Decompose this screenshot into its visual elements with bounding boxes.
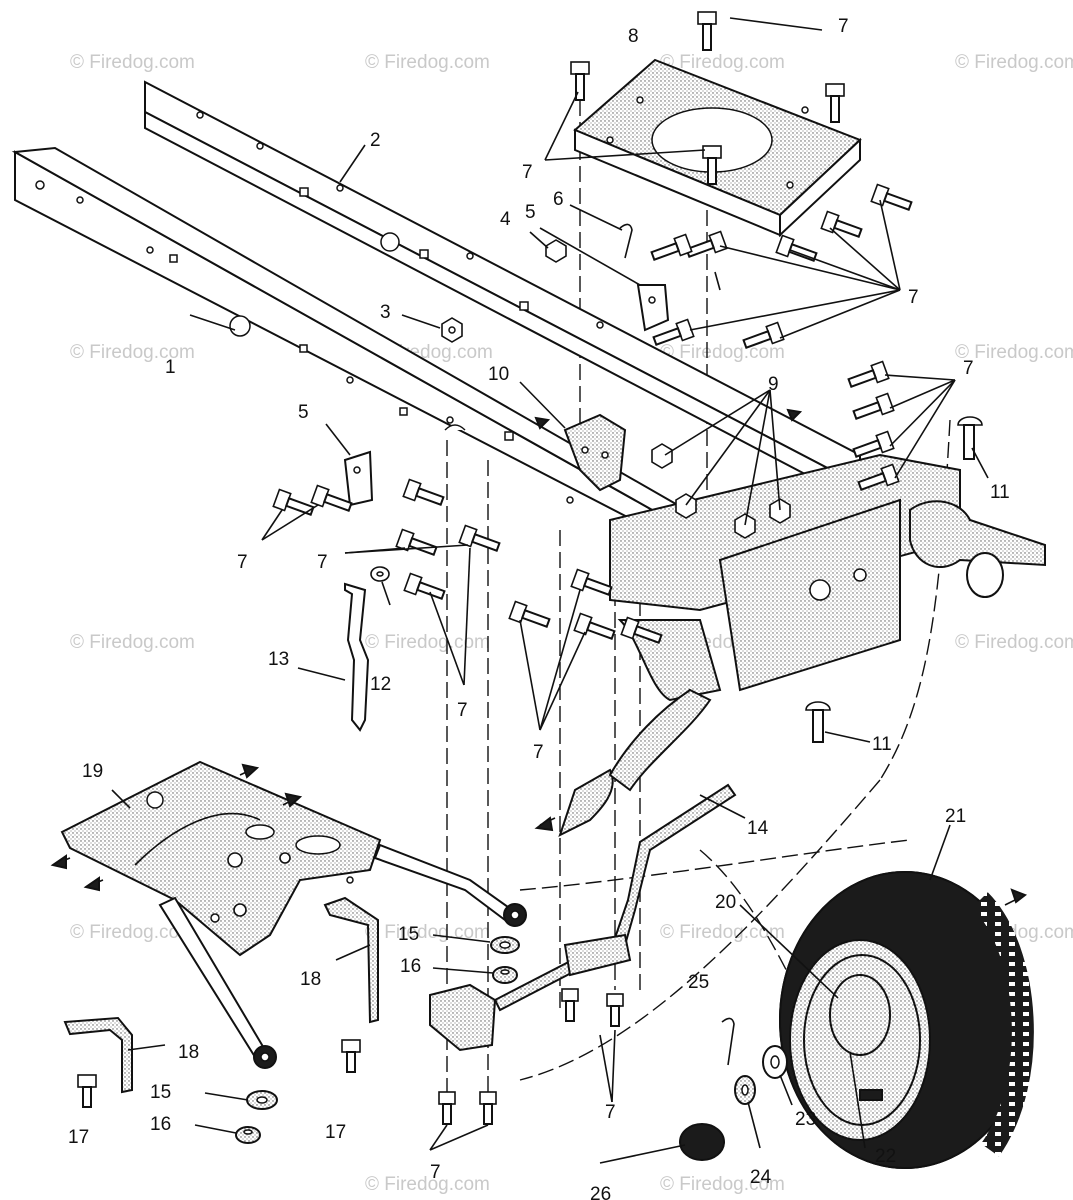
arrows — [50, 408, 1028, 906]
callout-8: 8 — [628, 26, 639, 47]
callout-7: 7 — [838, 16, 849, 37]
callout-4: 4 — [500, 209, 511, 230]
mounting-plate — [573, 58, 862, 238]
callout-17: 17 — [325, 1122, 346, 1143]
callout-10: 10 — [488, 364, 509, 385]
bracket-5-a — [343, 450, 374, 507]
cotter-pin-6 — [619, 223, 633, 259]
callout-5: 5 — [298, 402, 309, 423]
callout-7: 7 — [317, 552, 328, 573]
callout-2: 2 — [370, 130, 381, 151]
callout-16: 16 — [150, 1114, 171, 1135]
carriage-bolts-11 — [805, 416, 983, 743]
bolts-7 — [272, 11, 913, 1125]
watermark: © Firedog.com — [70, 632, 195, 653]
cap-26 — [679, 1123, 725, 1161]
link-18-b — [63, 1016, 133, 1094]
callout-7: 7 — [908, 287, 919, 308]
callout-20: 20 — [715, 892, 736, 913]
rod-end-15-b — [253, 1045, 277, 1069]
callout-23: 23 — [795, 1109, 816, 1130]
watermark: © Firedog.com — [365, 52, 490, 73]
callout-11: 11 — [990, 482, 1010, 503]
washer-24 — [734, 1075, 756, 1105]
watermark: © Firedog.com — [365, 1174, 490, 1195]
callout-14: 14 — [747, 818, 769, 839]
washer-15-b — [246, 1090, 278, 1110]
bracket-10 — [563, 413, 627, 492]
valve-22 — [859, 1089, 883, 1101]
callout-12: 12 — [370, 674, 391, 695]
bracket-5-b — [636, 284, 670, 332]
callout-25: 25 — [688, 972, 709, 993]
callout-22: 22 — [875, 1146, 896, 1167]
nut-3 — [441, 317, 463, 343]
cotter-pin-25 — [721, 1017, 735, 1066]
callout-5: 5 — [525, 202, 536, 223]
watermark: © Firedog.com — [70, 922, 195, 943]
axle-bracket-lower — [429, 983, 497, 1052]
watermark: © Firedog.com — [365, 632, 490, 653]
callout-16: 16 — [400, 956, 421, 977]
callout-11: 11 — [872, 734, 892, 755]
watermark: © Firedog.com — [660, 52, 785, 73]
callout-15: 15 — [150, 1082, 171, 1103]
tie-rod-upper — [373, 843, 517, 922]
rim-20 — [803, 954, 921, 1126]
callout-7: 7 — [457, 700, 468, 721]
bolt-17-b — [341, 1039, 361, 1073]
callout-7: 7 — [430, 1162, 441, 1183]
watermark: © Firedog.com — [70, 52, 195, 73]
callout-24: 24 — [750, 1167, 772, 1188]
nuts-9 — [651, 443, 791, 539]
callout-17: 17 — [68, 1127, 89, 1148]
callout-7: 7 — [605, 1102, 616, 1123]
nut-16-a — [492, 966, 518, 984]
watermark: © Firedog.com — [660, 1174, 785, 1195]
watermark: © Firedog.com — [70, 342, 195, 363]
axle-bracket — [563, 933, 632, 977]
callout-7: 7 — [533, 742, 544, 763]
callout-7: 7 — [237, 552, 248, 573]
callout-18: 18 — [178, 1042, 199, 1063]
callout-19: 19 — [82, 761, 103, 782]
callout-18: 18 — [300, 969, 321, 990]
callout-7: 7 — [963, 358, 974, 379]
callout-21: 21 — [945, 806, 966, 827]
link-18-a — [323, 896, 379, 1024]
rod-end-15-a — [503, 903, 527, 927]
callout-7: 7 — [522, 162, 533, 183]
axle-housing — [558, 453, 1046, 837]
callout-6: 6 — [553, 189, 564, 210]
watermark: © Firedog.com — [955, 632, 1073, 653]
washer-23 — [762, 1045, 788, 1079]
callout-9: 9 — [768, 374, 779, 395]
callout-26: 26 — [590, 1184, 611, 1200]
watermark: © Firedog.com — [955, 52, 1073, 73]
watermark: © Firedog.com — [660, 342, 785, 363]
rod-13 — [344, 582, 370, 732]
callout-15: 15 — [398, 924, 419, 945]
callout-1: 1 — [165, 357, 176, 378]
leader-lines — [111, 17, 989, 1164]
washer-12 — [370, 566, 390, 582]
watermark: © Firedog.com — [955, 342, 1073, 363]
callout-3: 3 — [380, 302, 391, 323]
nut-4 — [545, 239, 567, 263]
callout-labels: 1 2 3 4 5 5 6 7 7 7 7 7 7 7 7 7 7 7 7 7 … — [68, 16, 1010, 1200]
watermark: © Firedog.com — [660, 922, 785, 943]
washer-15-a — [490, 936, 520, 954]
callout-13: 13 — [268, 649, 289, 670]
nut-16-b — [235, 1126, 261, 1144]
bolt-17-a — [77, 1074, 97, 1108]
